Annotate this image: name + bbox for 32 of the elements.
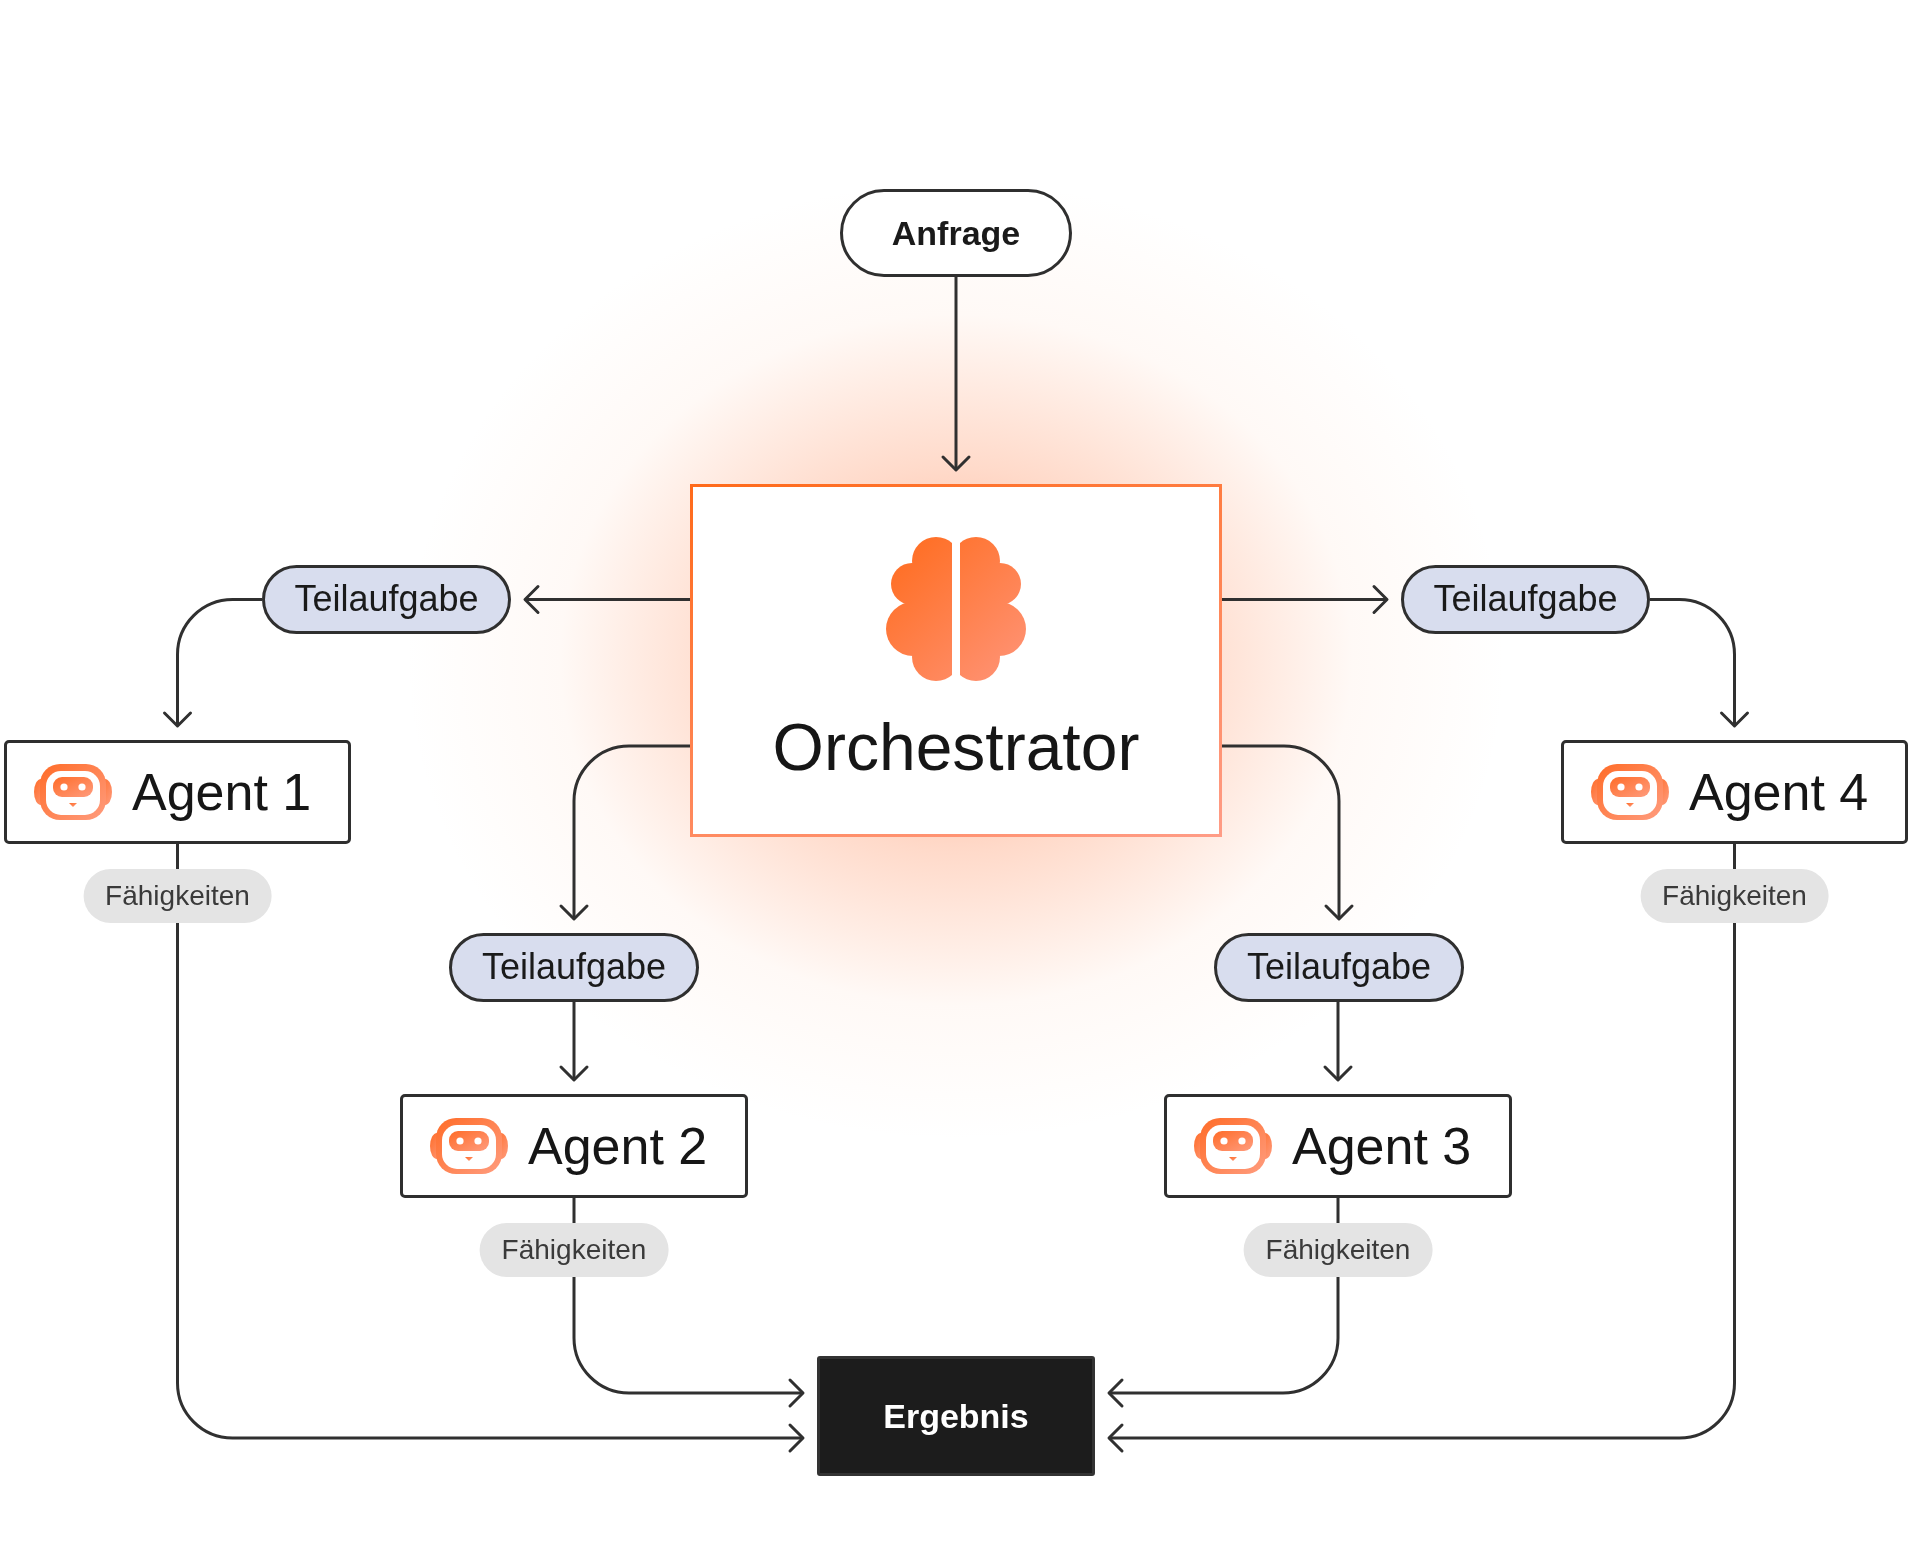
edge-label: Fähigkeiten	[1640, 869, 1829, 923]
arrow	[559, 744, 690, 921]
arrow	[559, 1002, 589, 1082]
arrow	[1222, 585, 1389, 614]
arrow	[1650, 598, 1749, 728]
node-label: Orchestrator	[772, 710, 1140, 785]
node-label: Agent 2	[528, 1116, 708, 1176]
arrow	[941, 277, 971, 472]
agent-box	[1164, 1094, 1512, 1198]
arrow	[1222, 744, 1354, 921]
arrow	[523, 585, 690, 614]
node-label: Agent 4	[1689, 762, 1869, 822]
node-label: Teilaufgabe	[1433, 579, 1618, 620]
result-box	[817, 1356, 1095, 1476]
arrow	[1107, 844, 1736, 1453]
agent-box	[1561, 740, 1908, 844]
agent-box	[400, 1094, 748, 1198]
edge-label: Fähigkeiten	[1243, 1223, 1433, 1277]
node-label: Agent 1	[132, 762, 312, 822]
arrow	[176, 844, 805, 1453]
arrow	[1323, 1002, 1353, 1082]
node-label: Ergebnis	[883, 1396, 1029, 1436]
node-label: Teilaufgabe	[481, 947, 667, 988]
node-label: Anfrage	[891, 213, 1021, 253]
arrow	[163, 598, 262, 728]
node-label: Teilaufgabe	[294, 579, 479, 620]
agent-box	[4, 740, 351, 844]
node-label: Agent 3	[1292, 1116, 1472, 1176]
node-label: Teilaufgabe	[1246, 947, 1432, 988]
edge-label: Fähigkeiten	[83, 869, 272, 923]
orchestrator-box	[690, 484, 1222, 837]
edge-label: Fähigkeiten	[479, 1223, 669, 1277]
